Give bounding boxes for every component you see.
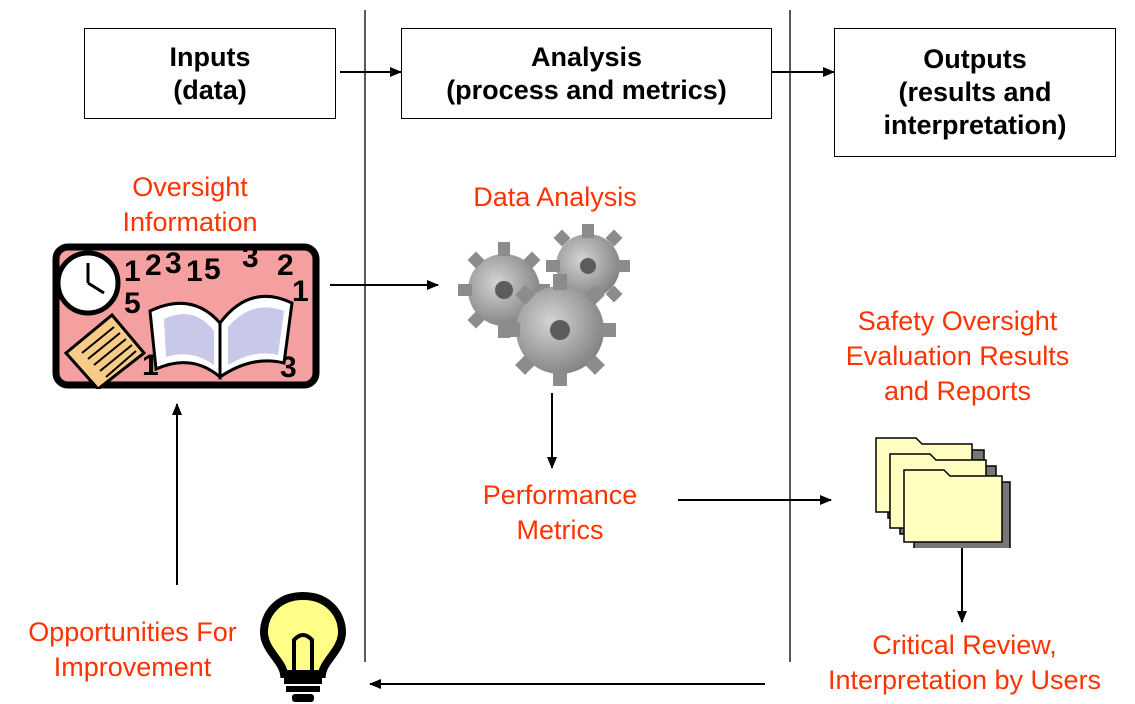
- gear-small: [546, 224, 630, 308]
- oversight-clipart: 1 2 3 1 5 3 2 5 1 1 3: [52, 243, 320, 389]
- folders-icon: [875, 437, 1011, 548]
- opportunities-label: Opportunities For Improvement: [28, 617, 237, 682]
- document-icon: [63, 312, 147, 389]
- clipart-number: 5: [124, 287, 141, 320]
- performance-metrics-label: Performance Metrics: [482, 480, 638, 545]
- clipart-number: 1: [186, 255, 203, 288]
- book-icon: [148, 294, 294, 381]
- outputs-title: Outputs: [923, 44, 1027, 74]
- safety-results-label: Safety Oversight Evaluation Results and …: [845, 306, 1070, 406]
- clipart-number: 3: [242, 243, 259, 274]
- lightbulb-icon: [259, 591, 347, 702]
- inputs-title: Inputs: [169, 41, 251, 72]
- clipart-number: 1: [292, 275, 309, 308]
- gears-icon: [458, 224, 630, 386]
- analysis-title: Analysis: [530, 41, 643, 72]
- outputs-header-box: Outputs (results and interpretation): [834, 28, 1116, 157]
- data-analysis-label: Data Analysis: [473, 182, 637, 212]
- clipart-number: 5: [204, 253, 221, 286]
- clipart-number: 2: [145, 249, 162, 282]
- clipart-number: 2: [277, 249, 294, 282]
- clipart-number: 3: [165, 247, 182, 280]
- analysis-header-box: Analysis (process and metrics): [401, 28, 772, 119]
- analysis-subtitle: (process and metrics): [446, 74, 727, 105]
- inputs-subtitle: (data): [173, 74, 247, 105]
- gear-large: [504, 274, 616, 386]
- clock-icon: [55, 250, 121, 316]
- outputs-subtitle-2: interpretation): [883, 110, 1067, 140]
- outputs-subtitle-1: (results and: [898, 77, 1052, 107]
- critical-review-label: Critical Review, Interpretation by Users: [827, 630, 1102, 695]
- oversight-information-label: Oversight Information: [122, 172, 258, 237]
- inputs-header-box: Inputs (data): [84, 28, 336, 119]
- clipart-number: 1: [124, 255, 141, 288]
